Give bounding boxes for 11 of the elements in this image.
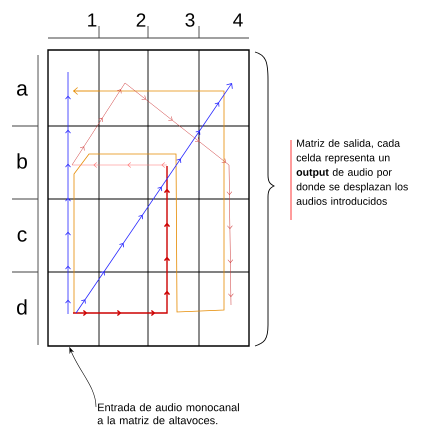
- column-number: 4: [233, 13, 243, 27]
- row-letter: b: [18, 153, 27, 169]
- column-number: 2: [136, 13, 146, 27]
- row-letter: c: [18, 230, 27, 242]
- description-text: Matriz de salida, cada celda representa un output de audio por donde se desplazan los audios introducidos: [296, 139, 408, 205]
- column-number: 1: [88, 13, 96, 27]
- matrix-grid: [47, 49, 250, 347]
- row-letter: a: [17, 84, 28, 96]
- annotation-text: Entrada de audio monocanal a la matriz de altavoces.: [98, 403, 239, 424]
- row-letter: d: [17, 299, 26, 315]
- column-number: 3: [185, 13, 194, 27]
